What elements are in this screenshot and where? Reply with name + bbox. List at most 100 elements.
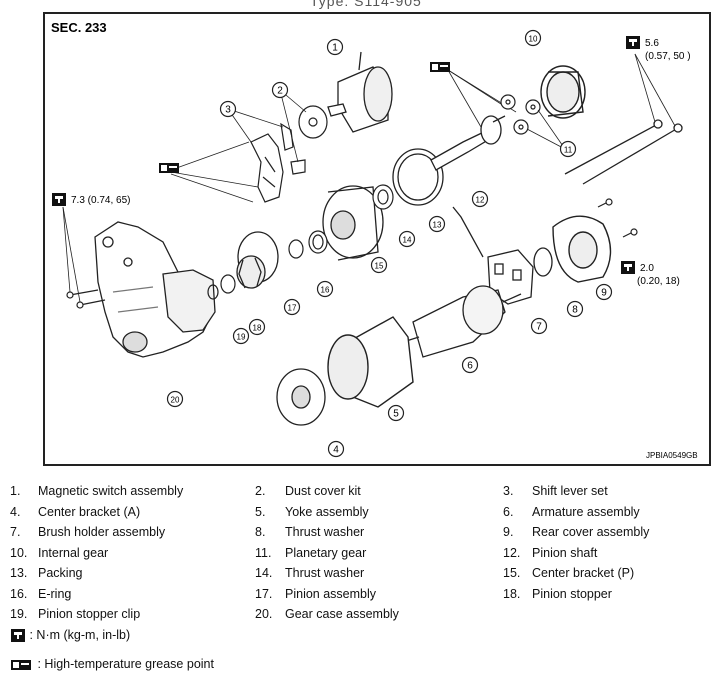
callout-7: 7	[530, 317, 548, 335]
planetary-gears	[500, 94, 541, 135]
torque-units-through-bolts: (0.57, 50 )	[645, 51, 691, 62]
gear-case-assembly	[94, 221, 216, 358]
callout-label: 1	[332, 43, 338, 54]
dust-cover-kit	[290, 105, 328, 175]
grease-key: : High-temperature grease point	[10, 657, 214, 672]
callout-label: 2	[277, 86, 283, 97]
callout-label: 11	[564, 146, 573, 155]
torque-key-label: : N·m (kg-m, in-lb)	[29, 628, 131, 642]
part-name: Pinion stopper	[532, 586, 612, 601]
torque-spec-through-bolts: 5.6	[645, 38, 659, 49]
brush-holder-assembly	[452, 206, 534, 305]
callout-2: 2	[271, 81, 289, 99]
callout-19: 19	[232, 327, 250, 345]
torque-units-rear-cover: (0.20, 18)	[637, 276, 680, 287]
pinion-assembly	[236, 231, 279, 289]
torque-icon-through-bolts	[626, 36, 640, 49]
part-number: 4.	[10, 504, 21, 519]
callout-20: 20	[166, 390, 184, 408]
rear-cover-screws	[597, 198, 638, 238]
thrust-washer-14	[308, 184, 394, 254]
callout-12: 12	[471, 190, 489, 208]
callout-16: 16	[316, 280, 334, 298]
part-name: Rear cover assembly	[532, 525, 650, 539]
torque-key-icon	[11, 629, 25, 643]
e-ring	[288, 239, 304, 259]
part-name: Pinion stopper clip	[38, 607, 141, 621]
callout-label: 16	[321, 286, 330, 295]
rear-cover-assembly	[552, 215, 612, 283]
callout-label: 5	[393, 409, 399, 420]
gear-case-bolts	[62, 206, 106, 309]
callout-label: 20	[171, 396, 180, 405]
callout-label: 18	[253, 324, 262, 333]
part-name: Packing	[38, 566, 83, 580]
part-number: 9.	[503, 525, 514, 539]
callout-11: 11	[559, 140, 577, 158]
center-bracket-p	[322, 185, 384, 261]
callout-label: 15	[375, 262, 384, 271]
callout-label: 4	[333, 445, 339, 456]
part-name: Internal gear	[38, 545, 109, 560]
part-name: E-ring	[38, 586, 72, 601]
torque-spec-gear-case: 7.3 (0.74, 65)	[71, 195, 130, 206]
internal-gear	[540, 65, 586, 119]
torque-icon-gear-case	[52, 193, 66, 206]
callout-label: 14	[403, 236, 412, 245]
part-number: 3.	[503, 484, 514, 498]
callout-label: 17	[288, 304, 297, 313]
callout-3: 3	[219, 100, 237, 118]
part-name: Pinion assembly	[285, 586, 377, 601]
callout-label: 8	[572, 305, 578, 316]
section-label: SEC. 233	[51, 20, 107, 35]
callout-13: 13	[428, 215, 446, 233]
callout-5: 5	[387, 404, 405, 422]
callout-1: 1	[326, 38, 344, 56]
callout-label: 13	[433, 221, 442, 230]
callout-8: 8	[566, 300, 584, 318]
callout-17: 17	[283, 298, 301, 316]
grease-icon-shift-lever	[159, 163, 179, 173]
part-name: Thrust washer	[285, 566, 365, 580]
callout-14: 14	[398, 230, 416, 248]
torque-icon-rear-cover	[621, 261, 635, 274]
part-name: Planetary gear	[285, 545, 367, 560]
part-number: 18.	[503, 586, 521, 601]
callout-15: 15	[370, 256, 388, 274]
part-number: 8.	[255, 525, 266, 539]
magnetic-switch-assembly	[327, 51, 393, 133]
callout-label: 10	[529, 35, 538, 44]
part-number: 1.	[10, 484, 21, 498]
callout-18: 18	[248, 318, 266, 336]
part-number: 14.	[255, 566, 273, 580]
part-name: Magnetic switch assembly	[38, 484, 184, 498]
part-number: 12.	[503, 545, 521, 560]
part-number: 7.	[10, 525, 21, 539]
part-number: 10.	[10, 545, 28, 560]
pinion-shaft	[430, 115, 506, 171]
callout-label: 9	[601, 288, 607, 299]
callout-label: 3	[225, 105, 231, 116]
callout-label: 19	[237, 333, 246, 342]
callout-6: 6	[461, 356, 479, 374]
torque-spec-rear-cover: 2.0	[640, 263, 654, 274]
part-number: 2.	[255, 484, 266, 498]
part-number: 6.	[503, 504, 514, 519]
part-name: Brush holder assembly	[38, 525, 166, 539]
part-name: Shift lever set	[532, 484, 608, 498]
part-name: Thrust washer	[285, 525, 365, 539]
part-number: 13.	[10, 566, 28, 580]
grease-icon-pinion-shaft	[430, 62, 450, 72]
page-top-text: Type: S114-905	[310, 0, 422, 9]
part-name: Pinion shaft	[532, 545, 598, 560]
part-name: Center bracket (A)	[38, 504, 141, 519]
part-number: 16.	[10, 586, 28, 601]
part-name: Yoke assembly	[285, 504, 369, 519]
yoke-assembly	[327, 316, 414, 408]
grease-key-icon	[11, 659, 31, 670]
shift-lever-set	[250, 122, 294, 203]
callout-label: 7	[536, 322, 542, 333]
thrust-washer-8	[533, 247, 553, 277]
callout-label: 6	[467, 361, 473, 372]
